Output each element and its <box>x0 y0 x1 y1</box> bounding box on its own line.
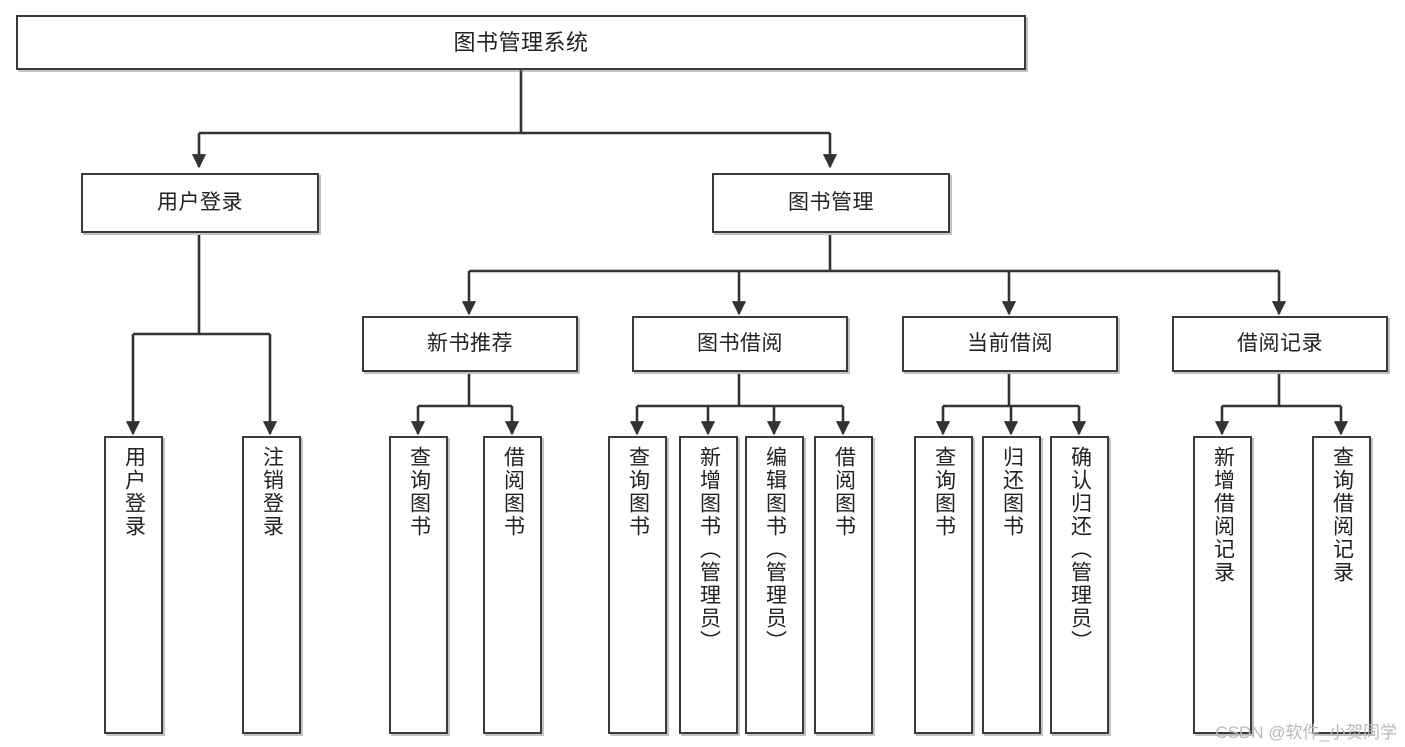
leaf-add-book-admin-label: 新增图书（管理员） <box>697 446 721 653</box>
leaf-query-borrow-record[interactable]: 查询借阅记录 <box>1312 436 1371 734</box>
leaf-edit-book-admin-label: 编辑图书（管理员） <box>763 446 787 653</box>
leaf-confirm-return-admin[interactable]: 确认归还（管理员） <box>1050 436 1109 734</box>
leaf-return-book[interactable]: 归还图书 <box>982 436 1041 734</box>
leaf-return-book-label: 归还图书 <box>1000 446 1024 538</box>
leaf-query-book-current-label: 查询图书 <box>932 446 956 538</box>
leaf-query-book-recommend-label: 查询图书 <box>407 446 431 538</box>
node-current-borrow[interactable]: 当前借阅 <box>902 316 1118 372</box>
leaf-user-login[interactable]: 用户登录 <box>104 436 163 734</box>
node-root[interactable]: 图书管理系统 <box>16 15 1026 70</box>
node-new-book-recommend-label: 新书推荐 <box>427 331 513 355</box>
node-book-management-label: 图书管理 <box>788 190 874 214</box>
node-book-management[interactable]: 图书管理 <box>712 173 950 233</box>
leaf-query-book-current[interactable]: 查询图书 <box>914 436 973 734</box>
node-borrow-record-label: 借阅记录 <box>1237 331 1323 355</box>
leaf-edit-book-admin[interactable]: 编辑图书（管理员） <box>745 436 804 734</box>
leaf-query-book-borrow[interactable]: 查询图书 <box>608 436 667 734</box>
leaf-query-book-borrow-label: 查询图书 <box>626 446 650 538</box>
node-user-login-label: 用户登录 <box>157 190 243 214</box>
node-user-login[interactable]: 用户登录 <box>81 173 319 233</box>
node-borrow-record[interactable]: 借阅记录 <box>1172 316 1388 372</box>
leaf-logout-label: 注销登录 <box>260 446 284 538</box>
node-book-borrow-label: 图书借阅 <box>697 331 783 355</box>
node-new-book-recommend[interactable]: 新书推荐 <box>362 316 578 372</box>
node-root-label: 图书管理系统 <box>453 29 589 55</box>
leaf-borrow-book-recommend-label: 借阅图书 <box>501 446 525 538</box>
leaf-borrow-book[interactable]: 借阅图书 <box>814 436 873 734</box>
leaf-logout[interactable]: 注销登录 <box>242 436 301 734</box>
leaf-add-borrow-record[interactable]: 新增借阅记录 <box>1193 436 1252 734</box>
csdn-watermark: CSDN @软件_小贺同学 <box>1215 723 1397 742</box>
leaf-borrow-book-recommend[interactable]: 借阅图书 <box>483 436 542 734</box>
leaf-borrow-book-label: 借阅图书 <box>832 446 856 538</box>
leaf-add-borrow-record-label: 新增借阅记录 <box>1211 446 1235 584</box>
leaf-confirm-return-admin-label: 确认归还（管理员） <box>1068 446 1092 653</box>
node-book-borrow[interactable]: 图书借阅 <box>632 316 848 372</box>
leaf-user-login-label: 用户登录 <box>122 446 146 538</box>
leaf-query-book-recommend[interactable]: 查询图书 <box>389 436 448 734</box>
leaf-add-book-admin[interactable]: 新增图书（管理员） <box>679 436 738 734</box>
node-current-borrow-label: 当前借阅 <box>967 331 1053 355</box>
leaf-query-borrow-record-label: 查询借阅记录 <box>1330 446 1354 584</box>
